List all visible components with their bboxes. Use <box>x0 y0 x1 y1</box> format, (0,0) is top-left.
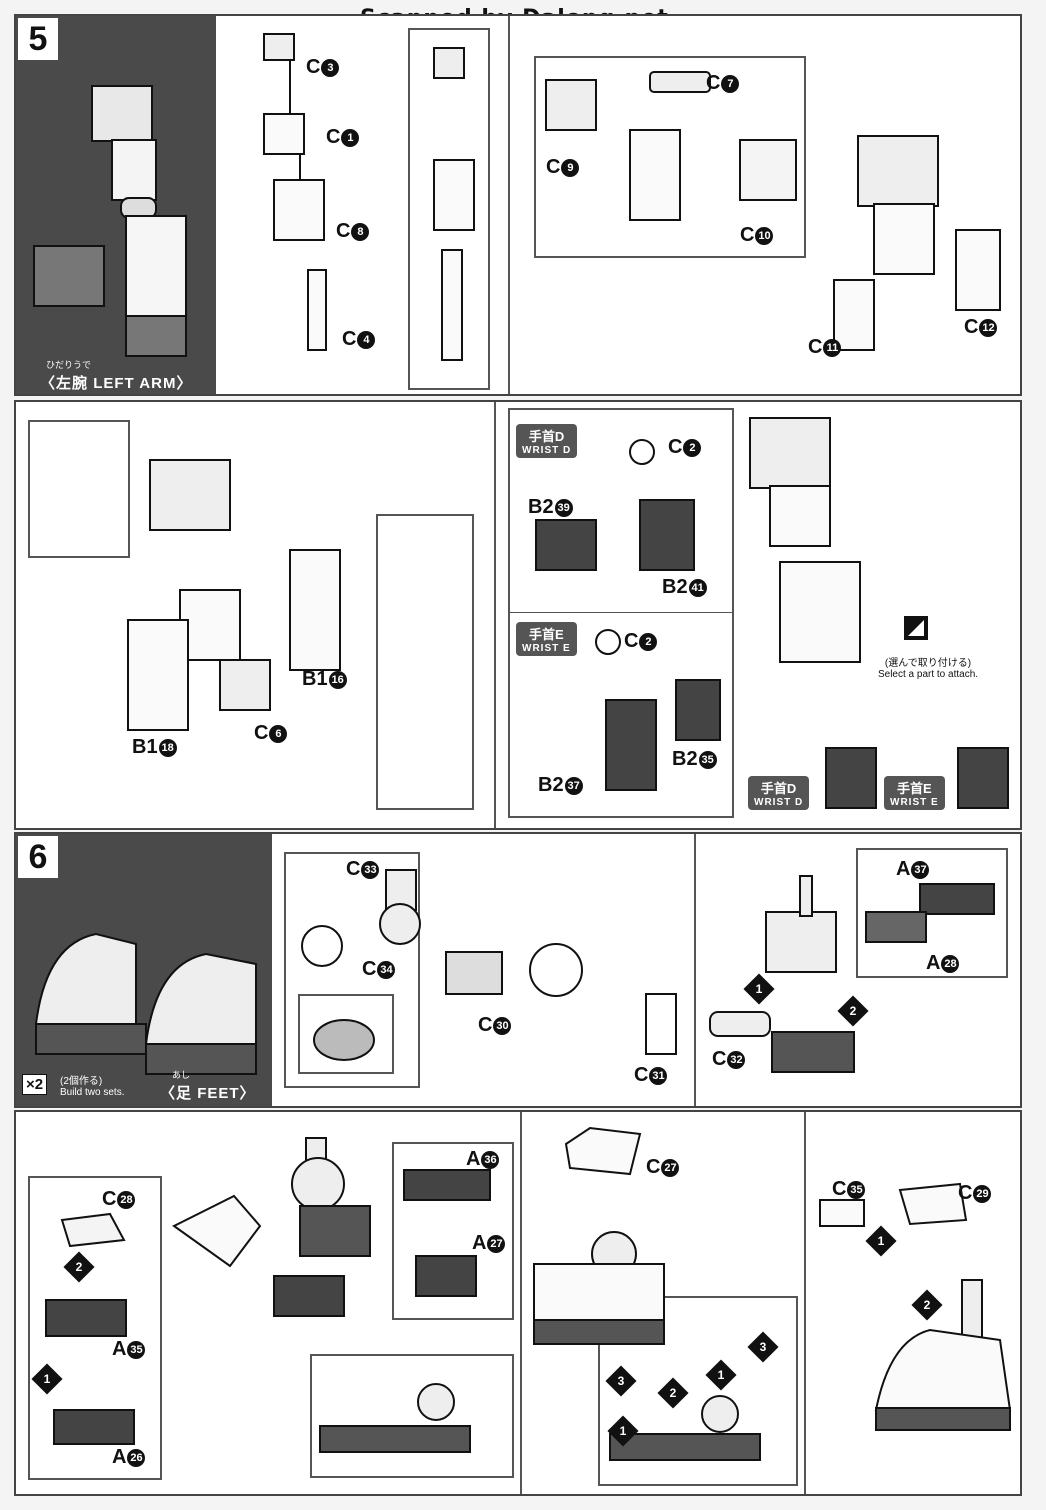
step-marker-3: 3 <box>605 1365 637 1397</box>
step-marker-2: 2 <box>837 995 869 1027</box>
arm-parts-column-illustration <box>263 33 327 351</box>
left-arm-preview-illustration <box>33 85 187 357</box>
divider <box>494 402 496 828</box>
step-marker-1: 1 <box>743 973 775 1005</box>
select-part-icon <box>904 616 928 640</box>
feet-preview-illustration <box>34 932 257 1075</box>
step6-title-ruby: あし <box>172 1070 191 1080</box>
peg-assembly-illustration <box>433 47 475 361</box>
divider <box>508 16 510 394</box>
step-number: 6 <box>18 836 58 878</box>
step-marker-1: 1 <box>705 1359 737 1391</box>
heel-cover-illustration <box>819 1182 1012 1431</box>
wrist-e-hand-illustration <box>595 629 721 791</box>
divider <box>694 834 696 1106</box>
foot-assembly-illustration <box>172 1137 491 1453</box>
step-number: 5 <box>18 18 58 60</box>
step-marker-1: 1 <box>607 1415 639 1447</box>
foot-side-view-box <box>310 1354 514 1478</box>
forearm-side-view-box <box>376 514 474 810</box>
step-marker-1: 1 <box>31 1363 63 1395</box>
ankle-joint-illustration <box>301 869 677 1061</box>
step5-title: 〈左腕 LEFT ARM〉 <box>40 375 193 392</box>
wrist-attach-options-illustration <box>825 747 1009 809</box>
elbow-assembly-illustration <box>545 71 797 221</box>
step-marker-3: 3 <box>747 1331 779 1363</box>
build-note: (2個作る) Build two sets. <box>60 1076 125 1098</box>
upper-arm-illustration <box>833 135 1001 351</box>
forearm-assembly-illustration <box>127 459 341 731</box>
divider <box>510 612 732 613</box>
divider <box>804 1112 806 1494</box>
select-part-note: (選んで取り付ける) Select a part to attach. <box>877 658 979 680</box>
step6-panel-row2 <box>14 1110 1022 1496</box>
shoulder-detail-box <box>28 420 130 558</box>
step-marker-2: 2 <box>657 1377 689 1409</box>
step-marker-2: 2 <box>911 1289 943 1321</box>
step5-title-ruby: ひだりうで <box>46 360 92 370</box>
wrist-d-hand-illustration <box>535 439 695 571</box>
toe-subassembly-illustration <box>45 1212 135 1445</box>
ankle-guard-illustration <box>533 1126 761 1461</box>
step-marker-2: 2 <box>63 1251 95 1283</box>
completed-arm-illustration <box>749 417 861 663</box>
divider <box>520 1112 522 1494</box>
foot-frame-illustration <box>709 875 995 1073</box>
build-multiplier: ×2 <box>22 1074 48 1095</box>
step6-title: 〈足 FEET〉 <box>160 1085 256 1102</box>
step-marker-1: 1 <box>865 1225 897 1257</box>
